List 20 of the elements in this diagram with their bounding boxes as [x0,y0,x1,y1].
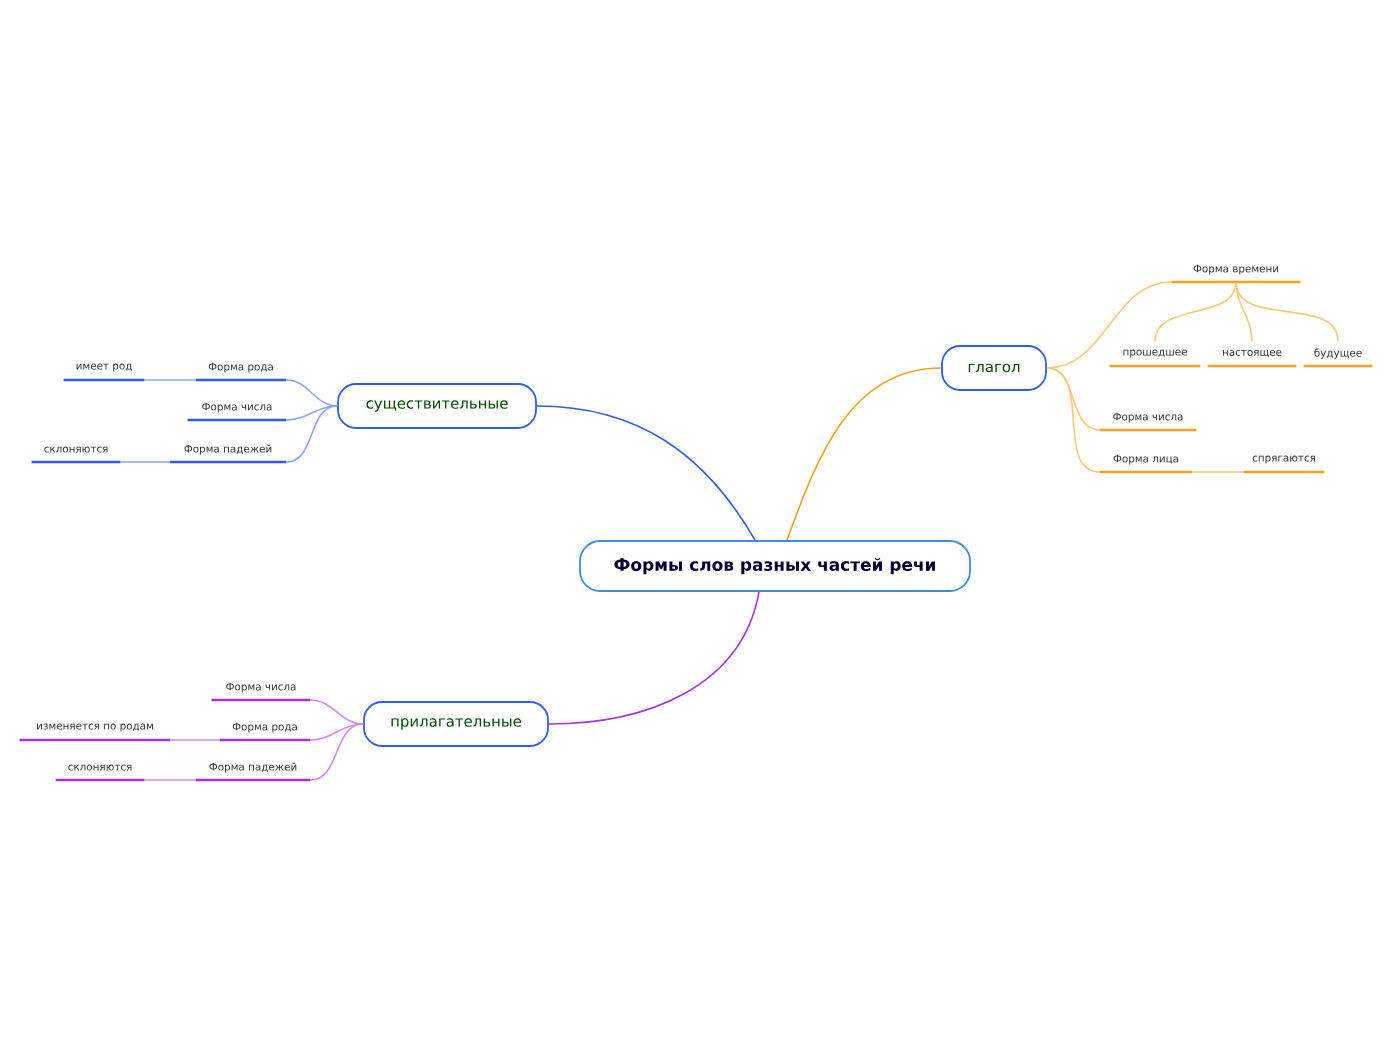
branch-line [1046,367,1101,473]
branch-line [1046,281,1173,369]
branch-line [169,739,221,741]
branch-line [143,779,197,781]
branch-line [1046,367,1101,431]
branch-line [285,405,338,463]
central-topic-box: Формы слов разных частей речи [579,540,971,592]
branch-line [536,405,756,541]
branch-line [1154,281,1237,342]
branch-line [1235,281,1339,342]
branch-line [285,379,338,407]
branch-line [309,723,364,741]
branch-line [786,367,942,541]
branch-line [285,405,338,421]
branch-line [1191,471,1245,473]
branch-line [119,461,171,463]
branch-line [143,379,197,381]
branch-line [309,699,364,725]
branch-line [548,591,760,725]
branch-line [309,723,364,781]
